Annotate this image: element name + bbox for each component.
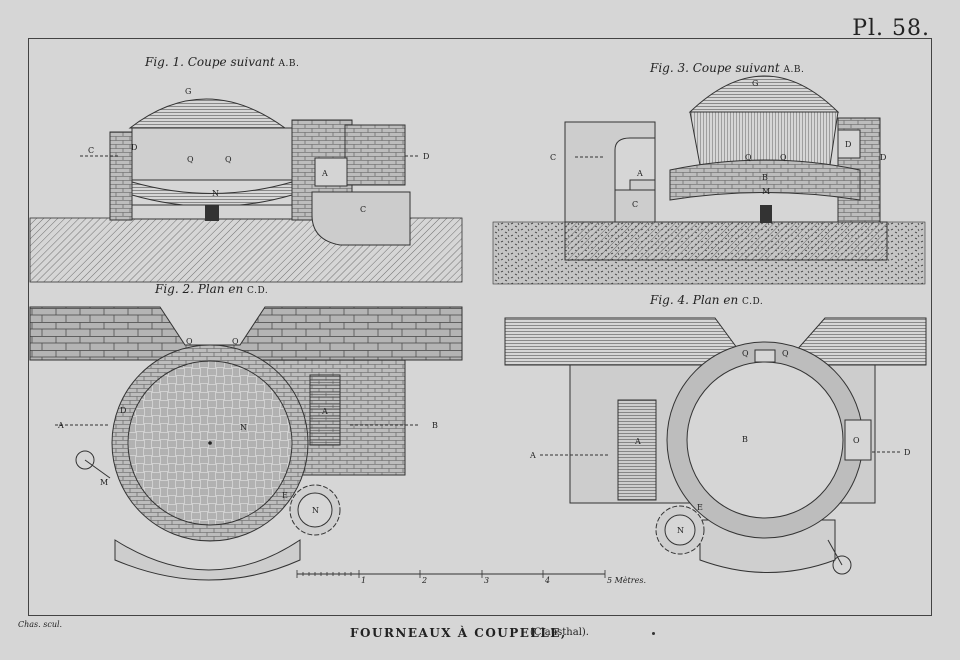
scale-bar: 1 2 3 4 5 Mètres.	[296, 570, 646, 585]
fig4-grate-a	[617, 399, 657, 501]
fig3-ref: A.B.	[783, 65, 805, 75]
fig4-title: Fig. 4. Plan en C.D.	[650, 293, 763, 307]
fig2-crank-wheel	[75, 450, 95, 470]
fig2-grate-a	[309, 374, 341, 446]
engraver-credit: Chas. scul.	[18, 620, 63, 629]
fig4-basin-inner	[664, 514, 696, 546]
fig3-hearth	[669, 159, 861, 201]
fig3-chamber-c	[614, 189, 656, 223]
fig4-label-a-grate: A	[634, 437, 641, 446]
decorative-dot	[652, 632, 655, 635]
fig2-plan: Q Q A D A N B E N M	[29, 306, 463, 581]
fig3-dome	[688, 75, 840, 113]
fig3-tuyere-a	[614, 137, 656, 191]
fig2-label-b: B	[432, 421, 438, 430]
fig2-crank-arm	[84, 459, 111, 479]
fig1-door-a	[314, 157, 348, 187]
fig4-label-o: O	[853, 436, 860, 445]
fig3-label-c: C	[550, 153, 556, 162]
plate-frame	[28, 38, 932, 616]
fig4-plan: Q Q A A B O D E N	[504, 317, 927, 575]
fig4-title-text: Fig. 4. Plan en	[650, 293, 739, 307]
fig4-hearth	[686, 361, 844, 519]
fig2-basin-inner	[297, 492, 333, 528]
fig3-foundation	[564, 221, 888, 261]
fig4-crank-wheel	[832, 555, 852, 575]
fig1-label-d-left: D	[131, 143, 137, 152]
fig1-title: Fig. 1. Coupe suivant A.B.	[145, 55, 299, 69]
plate-number: Pl. 58.	[852, 16, 930, 41]
fig2-label-q1: Q	[186, 337, 193, 346]
fig1-section: G C D D Q Q A N C	[29, 87, 463, 283]
plate-title: FOURNEAUX À COUPELLE,	[350, 626, 567, 640]
fig4-tuyere	[754, 349, 776, 363]
fig3-chamber	[689, 111, 839, 166]
fig3-title-text: Fig. 3. Coupe suivant	[650, 61, 780, 75]
fig3-label-q1: Q	[745, 153, 752, 162]
fig4-crank-arm	[827, 539, 843, 566]
scale-ticks	[296, 570, 606, 578]
fig3-label-c-chamber: C	[632, 200, 638, 209]
fig3-label-q2: Q	[780, 153, 787, 162]
fig2-label-n-basin: N	[312, 506, 319, 515]
fig3-section: G C D D A C Q Q B M	[492, 75, 926, 285]
fig2-title-text: Fig. 2. Plan en	[155, 282, 244, 296]
fig2-label-q2: Q	[232, 337, 239, 346]
fig2-label-a-grate: A	[321, 407, 328, 416]
scale-label-3: 3	[484, 576, 489, 585]
fig4-label-n: N	[677, 526, 684, 535]
scale-label-1: 1	[361, 576, 366, 585]
fig3-label-m: M	[762, 187, 770, 196]
fig1-label-q2: Q	[225, 155, 232, 164]
fig4-ref: C.D.	[742, 297, 764, 307]
fig4-label-e: E	[697, 503, 703, 512]
fig2-label-a-left: A	[57, 421, 64, 430]
fig2-label-n: N	[240, 423, 247, 432]
fig3-label-d: D	[880, 153, 886, 162]
fig1-label-c-ashpit: C	[360, 205, 366, 214]
fig2-label-e: E	[282, 491, 288, 500]
fig4-label-a-left: A	[529, 451, 536, 460]
fig2-centre-point	[208, 441, 212, 445]
fig1-ref: A.B.	[278, 59, 300, 69]
fig2-label-d: D	[120, 406, 126, 415]
scale-label-5: 5 Mètres.	[607, 576, 646, 585]
fig1-label-c: C	[88, 146, 94, 155]
scale-label-2: 2	[421, 576, 427, 585]
fig3-label-d-door: D	[845, 140, 851, 149]
fig2-lower-curve	[114, 539, 301, 581]
fig3-label-g: G	[752, 79, 758, 88]
plate-subtitle: (Clausthal).	[530, 627, 589, 638]
fig2-title: Fig. 2. Plan en C.D.	[155, 282, 268, 296]
scale-label-4: 4	[544, 576, 550, 585]
fig3-support-post	[760, 205, 772, 223]
fig3-door-d	[837, 129, 861, 159]
fig4-label-q2: Q	[782, 349, 789, 358]
fig1-label-g: G	[185, 87, 191, 96]
fig3-label-b: B	[762, 173, 768, 182]
fig1-ashpit-c	[311, 191, 411, 246]
fig1-hearth	[131, 181, 293, 207]
fig1-support-post	[205, 205, 219, 221]
fig1-label-a: A	[321, 169, 328, 178]
fig1-label-n: N	[212, 189, 219, 198]
fig3-title: Fig. 3. Coupe suivant A.B.	[650, 61, 804, 75]
fig1-label-d-right: D	[423, 152, 429, 161]
fig1-label-q1: Q	[187, 155, 194, 164]
fig4-door-o	[844, 419, 872, 461]
fig1-dome	[128, 98, 287, 129]
fig1-chamber	[131, 127, 293, 181]
fig1-left-wall	[109, 131, 133, 221]
fig4-label-b: B	[742, 435, 748, 444]
fig1-flue-block	[344, 124, 406, 186]
fig4-label-d: D	[904, 448, 910, 457]
fig2-label-m: M	[100, 478, 108, 487]
fig3-label-a: A	[636, 169, 643, 178]
fig1-title-text: Fig. 1. Coupe suivant	[145, 55, 275, 69]
fig4-label-q1: Q	[742, 349, 749, 358]
fig2-ref: C.D.	[247, 286, 269, 296]
